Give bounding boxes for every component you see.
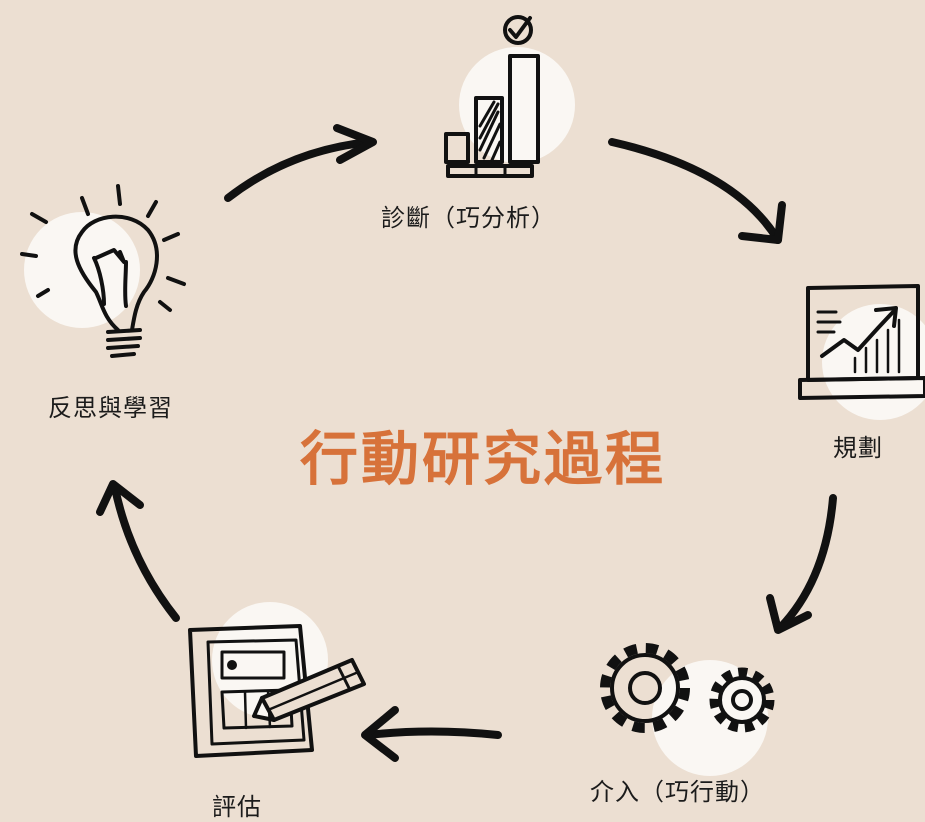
bar-chart-icon [444,15,540,178]
step-label-plan: 規劃 [833,434,883,462]
arrow-evaluate-to-reflect [96,480,180,622]
gears-icon [600,643,775,733]
step-label-evaluate: 評估 [212,793,262,821]
arrow-reflect-to-diagnose [224,124,377,202]
step-label-intervene: 介入（巧行動） [590,778,765,806]
step-label-diagnose: 診斷（巧分析） [381,204,556,232]
step-label-reflect: 反思與學習 [48,394,173,422]
lightbulb-icon [20,184,186,358]
document-pencil-icon [188,624,366,758]
laptop-chart-icon [798,284,925,400]
diagram-title: 行動研究過程 [300,425,667,493]
arrow-plan-to-intervene [766,494,837,634]
arrow-intervene-to-evaluate [361,706,502,762]
arrow-diagnose-to-plan [608,138,786,244]
